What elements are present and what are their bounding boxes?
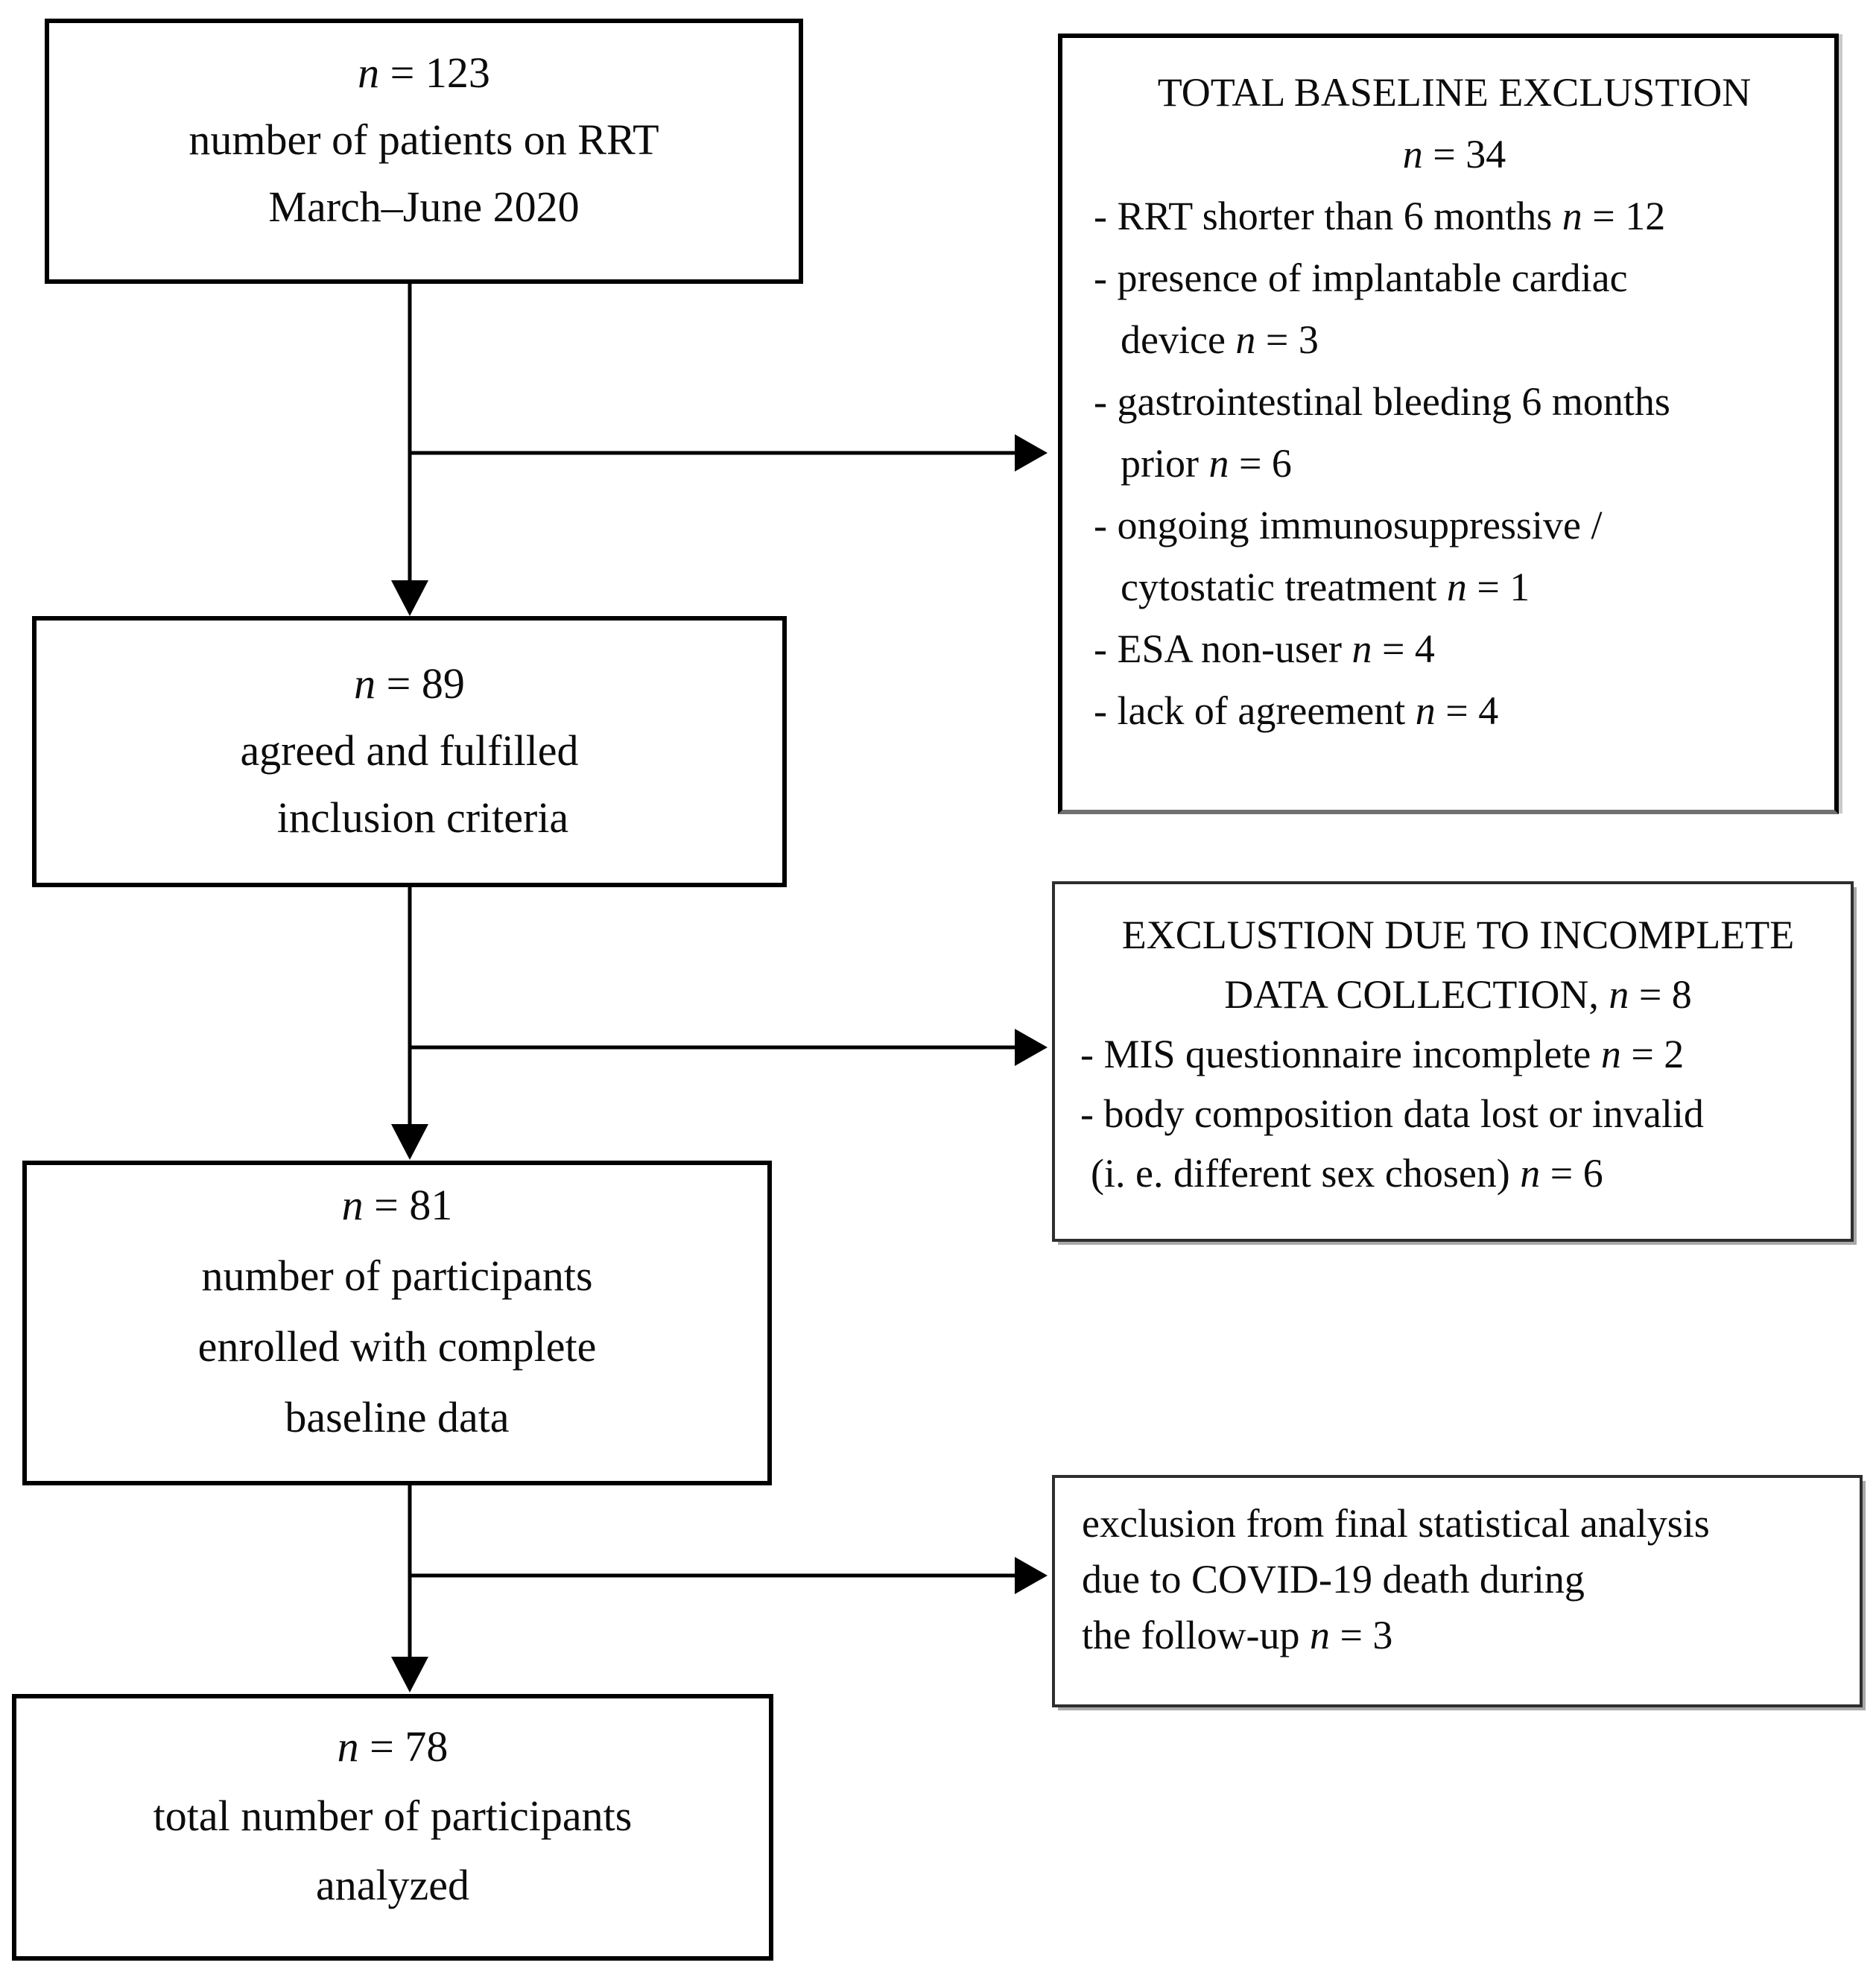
exclusion-item-continuation: cytostatic treatment n = 1: [1121, 565, 1530, 609]
box-line: total number of participants: [153, 1792, 633, 1840]
exclusion-item: - RRT shorter than 6 months n = 12: [1094, 194, 1666, 238]
box-line: number of patients on RRT: [188, 115, 659, 164]
box-total-baseline-exclusion: TOTAL BASELINE EXCLUSTION n = 34 - RRT s…: [1058, 34, 1839, 814]
arrowhead-down-3-icon: [391, 1657, 428, 1692]
box-line: baseline data: [285, 1393, 510, 1441]
exclusion-item: - lack of agreement n = 4: [1094, 688, 1499, 733]
arrowhead-down-1-icon: [391, 580, 428, 616]
exclusion-item-continuation: (i. e. different sex chosen) n = 6: [1091, 1151, 1603, 1196]
box-line: agreed and fulfilled: [240, 726, 579, 775]
exclusion-item-continuation: prior n = 6: [1121, 441, 1292, 486]
box-line: analyzed: [315, 1861, 470, 1909]
box-agreed-inclusion: n = 89 agreed and fulfilled inclusion cr…: [32, 616, 787, 887]
exclusion-item: - MIS questionnaire incomplete n = 2: [1080, 1032, 1685, 1076]
box-title-line: DATA COLLECTION, n = 8: [1224, 972, 1692, 1017]
arrowhead-down-2-icon: [391, 1124, 428, 1160]
box-line: n = 81: [341, 1181, 453, 1229]
arrowhead-right-1-icon: [1015, 434, 1048, 472]
box-line: number of participants: [201, 1251, 593, 1300]
exclusion-item: - presence of implantable cardiac: [1094, 256, 1628, 300]
box-total-analyzed: n = 78 total number of participants anal…: [12, 1694, 773, 1961]
exclusion-item: exclusion from final statistical analysi…: [1082, 1501, 1710, 1546]
box-title-line: n = 34: [1402, 132, 1506, 177]
box-line: enrolled with complete: [197, 1322, 597, 1371]
box-line: n = 78: [337, 1722, 449, 1771]
exclusion-item: - ongoing immunosuppressive /: [1094, 503, 1603, 548]
exclusion-item: the follow-up n = 3: [1082, 1613, 1393, 1657]
box-line: March–June 2020: [268, 183, 580, 231]
box-line: n = 89: [354, 659, 465, 708]
exclusion-item-continuation: device n = 3: [1121, 317, 1319, 362]
box-exclusion-incomplete-data: EXCLUSTION DUE TO INCOMPLETE DATA COLLEC…: [1052, 881, 1854, 1242]
exclusion-item: due to COVID-19 death during: [1082, 1557, 1585, 1602]
box-exclusion-covid-death: exclusion from final statistical analysi…: [1052, 1475, 1863, 1707]
box-patients-on-rrt: n = 123 number of patients on RRT March–…: [45, 19, 803, 284]
box-title-line: EXCLUSTION DUE TO INCOMPLETE: [1121, 913, 1795, 957]
box-line: n = 123: [358, 48, 490, 97]
exclusion-item: - ESA non-user n = 4: [1094, 626, 1435, 671]
arrowhead-right-3-icon: [1015, 1557, 1048, 1594]
box-title-line: TOTAL BASELINE EXCLUSTION: [1157, 70, 1752, 115]
exclusion-item: - body composition data lost or invalid: [1080, 1091, 1704, 1136]
arrowhead-right-2-icon: [1015, 1029, 1048, 1066]
box-enrolled-complete-baseline: n = 81 number of participants enrolled w…: [22, 1161, 772, 1485]
box-line: inclusion criteria: [276, 793, 569, 842]
exclusion-item: - gastrointestinal bleeding 6 months: [1094, 379, 1670, 424]
